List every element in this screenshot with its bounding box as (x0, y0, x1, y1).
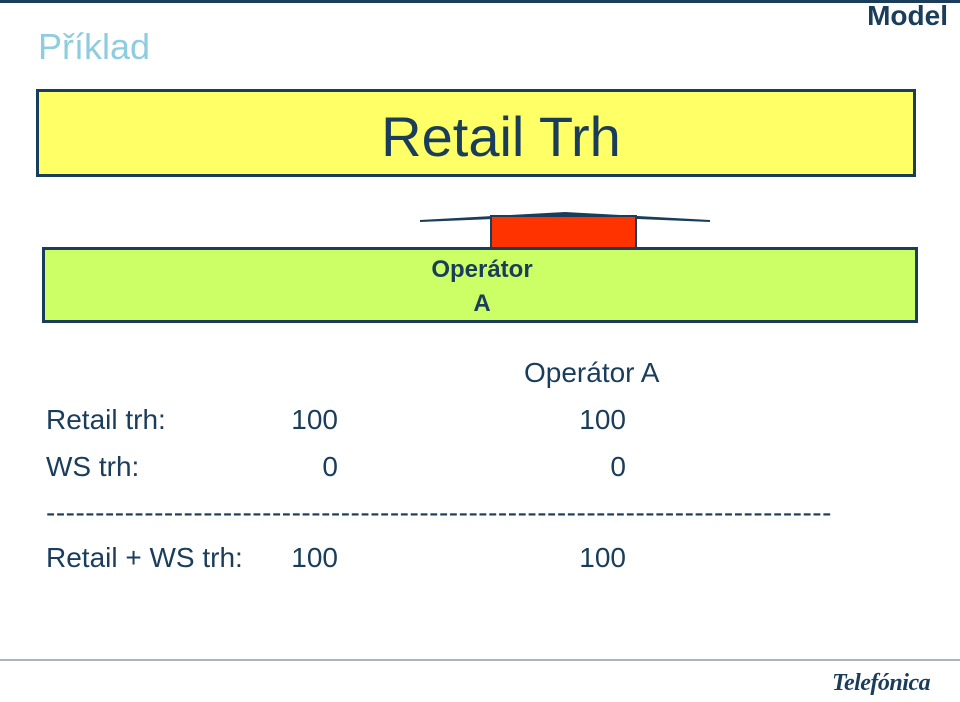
row-value-a: 100 (291, 404, 338, 435)
telefonica-logo: Telefónica (832, 670, 931, 696)
row-value-a: 0 (322, 451, 338, 482)
operator-box (42, 247, 918, 323)
column-header: Operátor A (524, 357, 660, 388)
total-value-b: 100 (579, 542, 626, 573)
operator-label-line1: Operátor (431, 256, 533, 283)
footer-rule (0, 659, 960, 661)
slide-title: Příklad (38, 26, 151, 67)
row-value-b: 0 (610, 451, 626, 482)
retail-market-box: Retail Trh (36, 89, 916, 177)
market-share-block (490, 215, 637, 250)
operator-label-line2: A (473, 290, 491, 317)
slide-label: Model (867, 0, 948, 31)
total-label: Retail + WS trh: (46, 542, 243, 573)
retail-market-title: Retail Trh (381, 105, 621, 168)
table-separator: ----------------------------------------… (46, 497, 832, 528)
row-label: Retail trh: (46, 404, 166, 435)
market-share-roof (420, 212, 710, 250)
top-rule (0, 0, 960, 3)
total-value-a: 100 (291, 542, 338, 573)
roof-outline (420, 212, 710, 222)
row-value-b: 100 (579, 404, 626, 435)
operator-label: Operátor A (402, 253, 562, 321)
row-label: WS trh: (46, 451, 140, 482)
